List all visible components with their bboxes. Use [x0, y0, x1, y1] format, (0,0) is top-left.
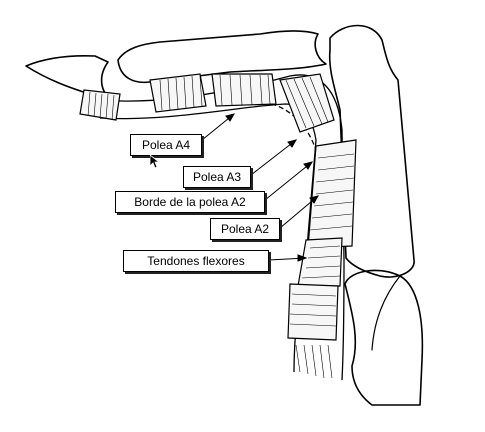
distal-phalanx [25, 55, 113, 101]
label-pulley-a2: Polea A2 [210, 218, 280, 240]
label-pulley-a4: Polea A4 [130, 134, 202, 156]
pulley-c [279, 73, 335, 133]
pulley-a3 [211, 73, 277, 107]
pulley-a4 [149, 73, 207, 113]
leader-a2 [279, 195, 319, 229]
metacarpal-head [344, 269, 424, 406]
mouse-pointer-icon [150, 155, 160, 169]
pulley-a5 [79, 89, 121, 121]
label-pulley-a2-border: Borde de la polea A2 [115, 191, 265, 213]
leader-borde [264, 161, 313, 201]
label-flexor-tendons: Tendones flexores [123, 250, 269, 272]
pulley-a1 [297, 237, 343, 287]
proximal-phalanx [328, 24, 415, 278]
label-pulley-a3: Polea A3 [183, 166, 251, 188]
pulley-proximal [287, 283, 339, 341]
leader-a3 [250, 139, 297, 176]
